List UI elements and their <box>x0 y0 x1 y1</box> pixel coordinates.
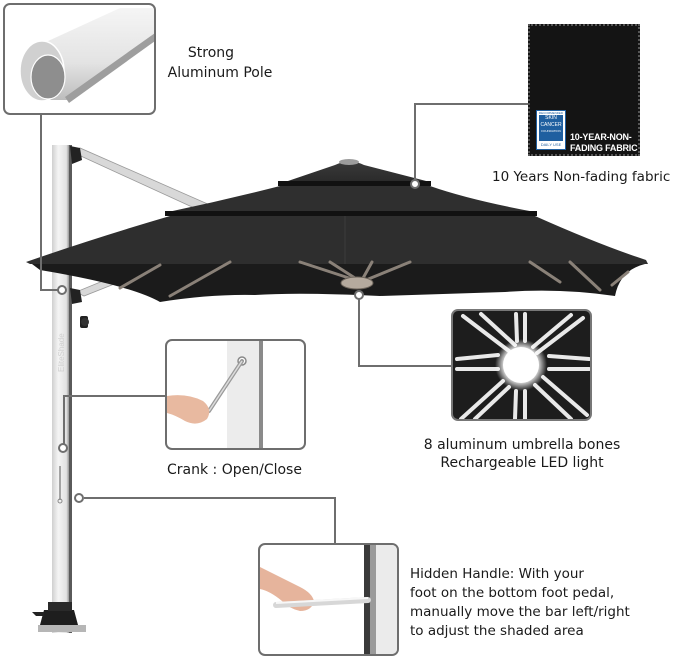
handle-feature-label-line4: to adjust the shaded area <box>410 623 584 639</box>
pole-profile-callout <box>3 3 156 115</box>
aluminum-pole-profile-icon <box>19 8 154 103</box>
handle-leader-h <box>84 497 336 499</box>
swatch-text-line1: 10-YEAR-NON- <box>570 132 632 142</box>
skin-cancer-foundation-badge: RECOMMENDED SKIN CANCER FOUNDATION DAILY… <box>536 110 566 150</box>
crank-feature-label: Crank : Open/Close <box>167 462 302 478</box>
crank-callout-dot <box>58 443 68 453</box>
pole-leader-v <box>40 115 42 290</box>
hidden-handle-icon <box>260 545 397 654</box>
pole-feature-label-line1: Strong <box>187 45 235 61</box>
handle-callout-dot <box>74 493 84 503</box>
bones-feature-label-line1: 8 aluminum umbrella bones <box>423 437 621 453</box>
pole-feature-label-line2: Aluminum Pole <box>167 65 273 81</box>
crank-leader-v <box>63 395 65 445</box>
pole-callout-dot <box>57 285 67 295</box>
pole-brand-text: EliteShade <box>57 333 66 372</box>
fabric-callout-dot <box>410 179 420 189</box>
umbrella-pole <box>52 145 70 633</box>
handle-feature-label-line1: Hidden Handle: With your <box>410 566 584 582</box>
swatch-text-line2: FADING FABRIC <box>570 143 638 153</box>
fabric-leader-v <box>414 103 416 183</box>
hidden-handle-callout <box>258 543 399 656</box>
fabric-feature-label: 10 Years Non-fading fabric <box>492 169 671 185</box>
crank-leader-h <box>63 395 167 397</box>
crank-handle-icon <box>167 341 263 448</box>
crank-callout <box>165 339 306 450</box>
fabric-swatch: RECOMMENDED SKIN CANCER FOUNDATION DAILY… <box>528 24 640 156</box>
fabric-leader-h <box>414 103 528 105</box>
handle-feature-label-line3: manually move the bar left/right <box>410 604 630 620</box>
handle-leader-v <box>334 497 336 543</box>
handle-feature-label-line2: foot on the bottom foot pedal, <box>410 585 615 601</box>
pole-leader-h <box>40 289 60 291</box>
led-bones-callout <box>451 309 592 421</box>
bones-leader-v <box>358 299 360 366</box>
bones-feature-label-line2: Rechargeable LED light <box>440 455 604 471</box>
bones-leader-h <box>358 365 452 367</box>
led-light-bones-icon <box>455 312 590 419</box>
